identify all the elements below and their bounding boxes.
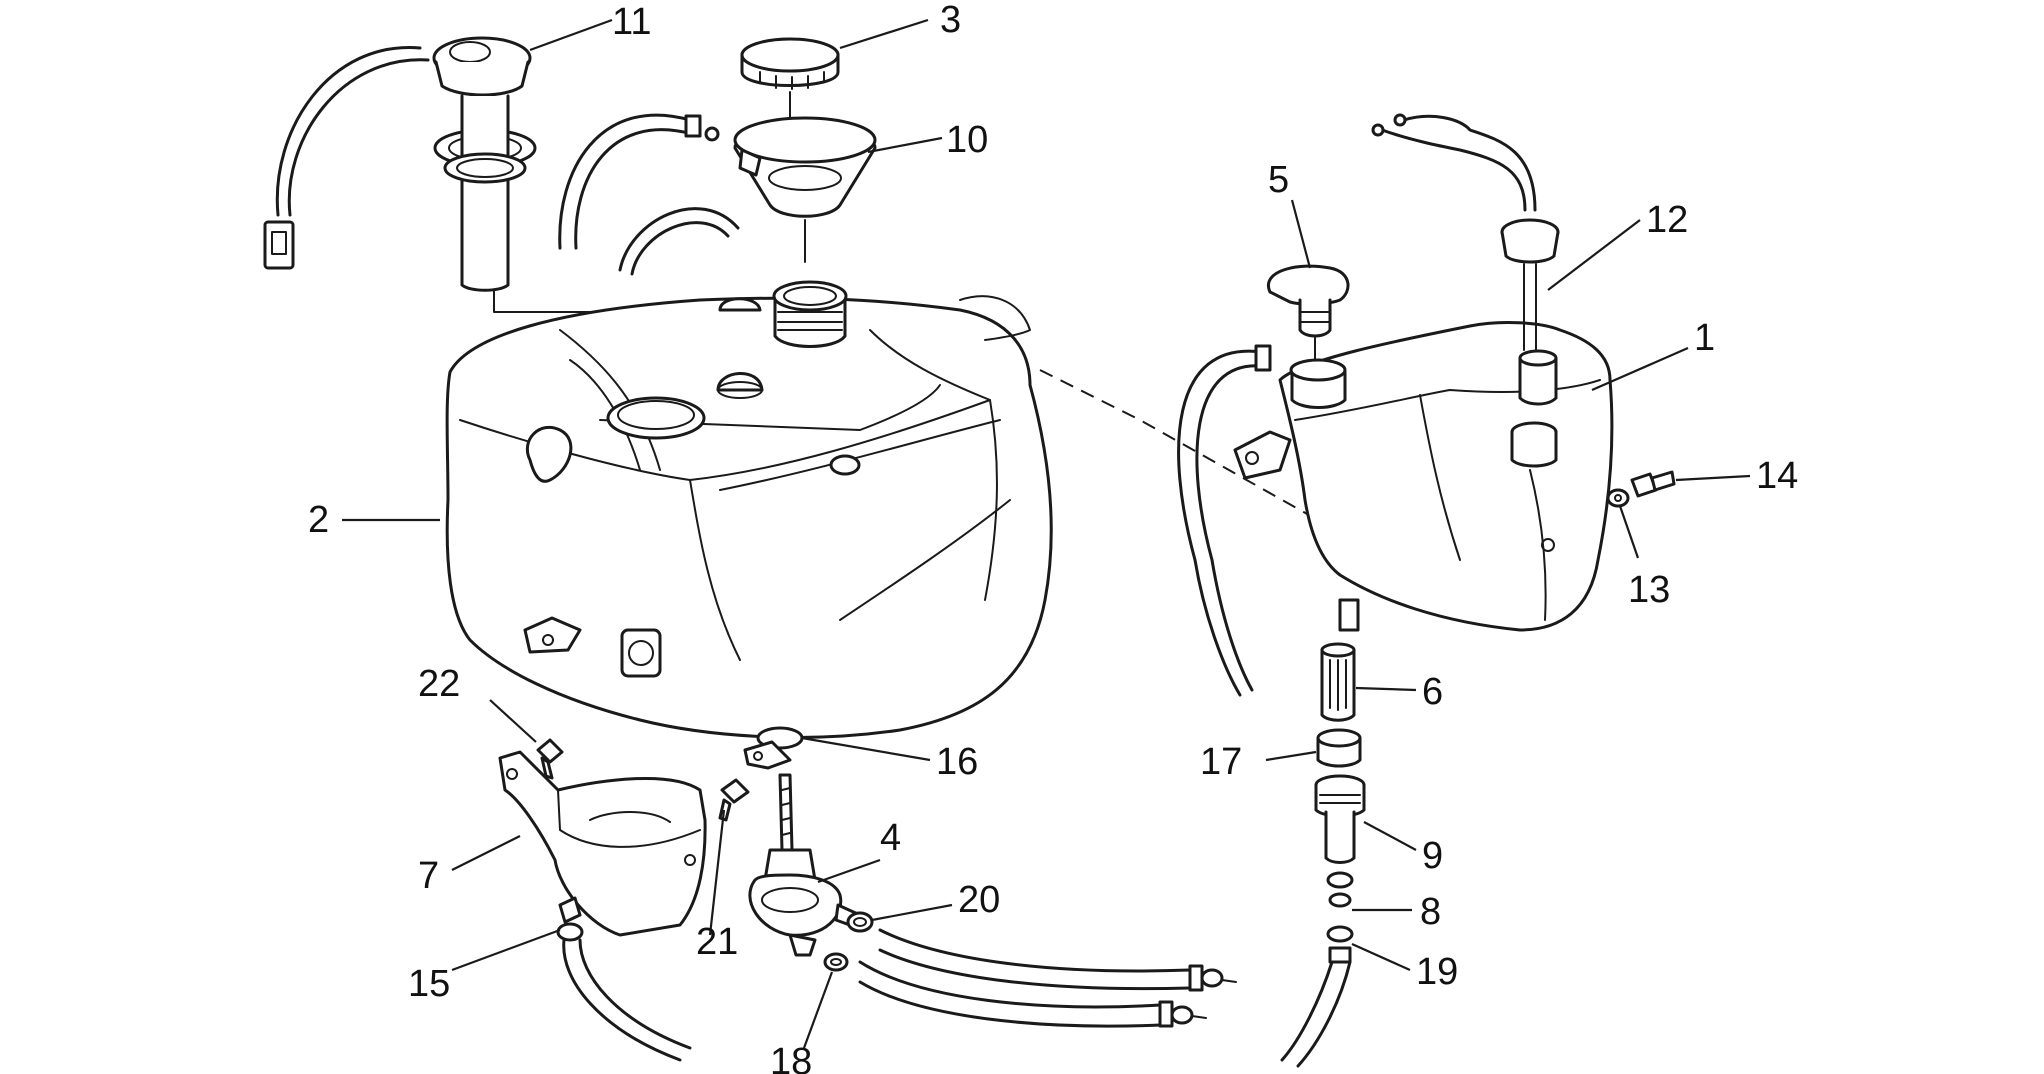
callout-15: 15 [408,963,450,1005]
part-11-fuel-sender [263,36,765,441]
callout-8: 8 [1420,891,1441,933]
callout-20: 20 [958,879,1000,921]
callout-17: 17 [1200,741,1242,783]
callout-1: 1 [1694,317,1715,359]
part-7-bracket [498,750,707,937]
callout-13: 13 [1628,569,1670,611]
callout-21: 21 [696,921,738,963]
part-10-filler-funnel [733,116,877,263]
callout-22: 22 [418,663,460,705]
callout-19: 19 [1416,951,1458,993]
part-15-drain-hose [556,922,692,1062]
callout-5: 5 [1268,159,1289,201]
part-8-clip [1326,871,1354,908]
part-13-washer [1606,488,1630,508]
callout-16: 16 [936,741,978,783]
oil-hose-lower [1280,960,1352,1068]
callout-2: 2 [308,499,329,541]
callout-7: 7 [418,855,439,897]
callout-10: 10 [946,119,988,161]
part-2-fuel-tank [445,280,1053,739]
callout-labels: 11 3 10 5 12 1 2 14 13 6 22 16 17 4 9 7 … [308,0,1798,1074]
part-6-strainer [1320,642,1356,722]
part-4-fuel-tap [748,773,862,957]
callout-9: 9 [1422,835,1443,877]
part-5-oil-cap [1266,264,1350,361]
part-9-pipe-fitting [1314,774,1366,864]
part-22-screw [536,738,564,780]
callout-3: 3 [940,0,961,41]
part-18-hose-clamp [823,952,849,972]
vent-hoses [558,113,740,276]
callout-11: 11 [612,1,651,43]
callout-14: 14 [1756,455,1798,497]
oil-hose-left [1177,344,1272,697]
part-3-filler-cap [740,37,840,131]
leader-lines [342,18,1751,1049]
part-12-oil-level-sensor [1371,113,1560,351]
part-14-bolt [1630,470,1676,498]
part-17-union [1316,728,1362,768]
fuel-hoses [858,928,1204,1028]
dashed-connection-line [1039,369,1531,602]
part-19-clamp [1326,925,1354,964]
callout-4: 4 [880,817,901,859]
part-1-oil-tank [1233,321,1614,632]
part-20-hose-clamp [846,911,1237,1025]
callout-6: 6 [1422,671,1443,713]
callout-12: 12 [1646,199,1688,241]
callout-18: 18 [770,1041,812,1074]
